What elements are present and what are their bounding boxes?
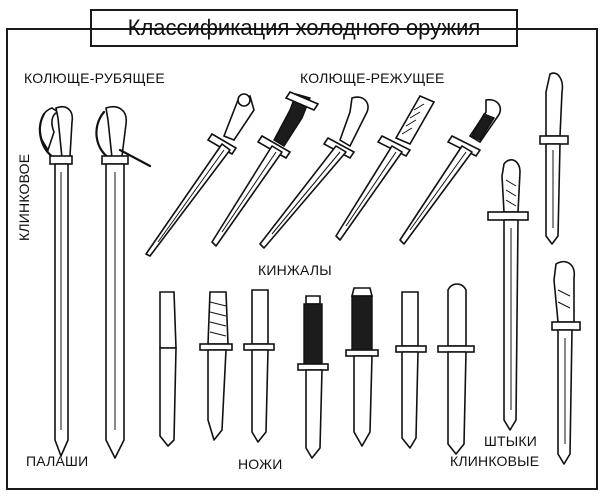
knife-1: [159, 291, 177, 447]
label-kolyusche-rubyaschee: КОЛЮЩЕ-РУБЯЩЕЕ: [24, 70, 165, 86]
knife-4: [297, 295, 329, 459]
diagram-title: Классификация холодного оружия: [90, 9, 518, 47]
dagger-1: [145, 93, 255, 257]
broadsword-1: [38, 106, 74, 457]
label-klinkovoe: КЛИНКОВОЕ: [16, 153, 32, 241]
label-klinkovye: КЛИНКОВЫЕ: [450, 453, 540, 469]
label-kolyusche-rezhuschee: КОЛЮЩЕ-РЕЖУЩЕЕ: [300, 70, 445, 86]
dagger-4: [335, 94, 436, 241]
label-nozhi: НОЖИ: [238, 456, 283, 472]
dagger-5: [399, 98, 502, 245]
broadsword-2: [95, 106, 152, 459]
knife-7: [437, 283, 475, 455]
knife-2: [199, 291, 233, 441]
label-palashi: ПАЛАШИ: [26, 453, 89, 469]
label-shtyki: ШТЫКИ: [484, 433, 537, 449]
knife-3: [243, 289, 275, 443]
bayonet-2: [487, 159, 529, 431]
knife-6: [395, 291, 427, 449]
bayonet-3: [551, 260, 581, 465]
knife-5: [345, 287, 379, 447]
label-kinzhaly: КИНЖАЛЫ: [258, 262, 332, 278]
bayonet-1: [539, 72, 569, 245]
dagger-3: [259, 96, 369, 249]
dagger-2: [211, 91, 320, 247]
diagram-frame: [6, 28, 598, 490]
